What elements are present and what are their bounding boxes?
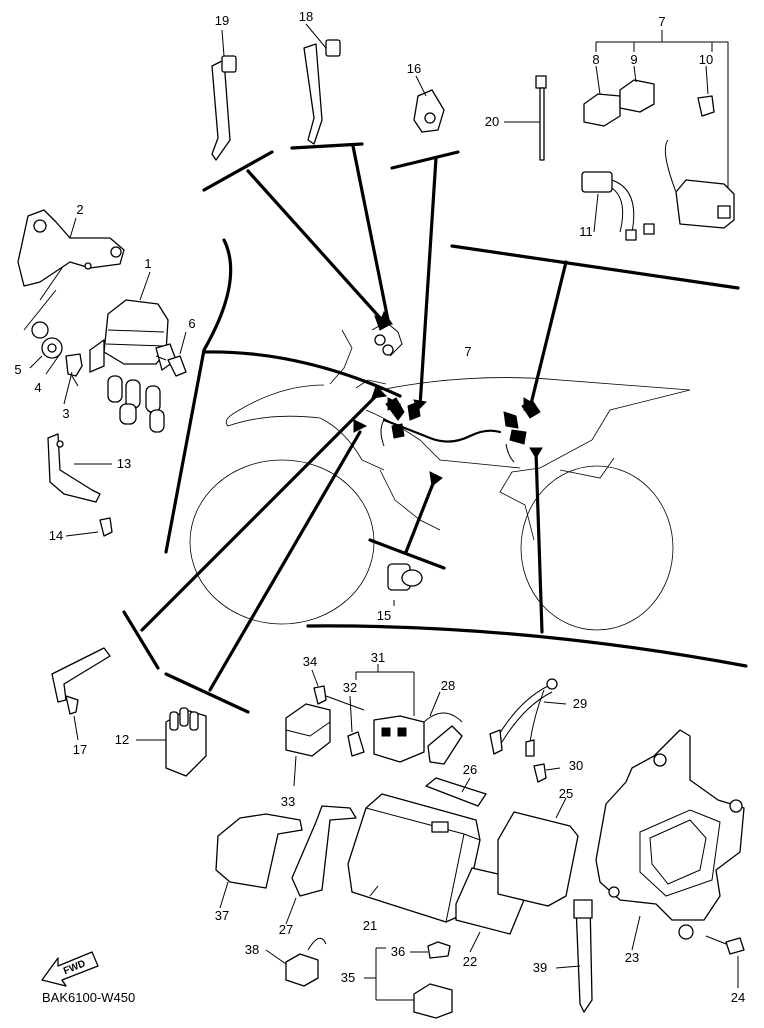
callout-6: 6 (188, 316, 195, 331)
callout-9: 9 (630, 52, 637, 67)
callout-33: 33 (281, 794, 295, 809)
part-26-pad (425, 777, 487, 807)
callout-7-harness: 7 (464, 344, 471, 359)
callout-18: 18 (299, 9, 313, 24)
diagram-code: BAK6100-W450 (42, 990, 135, 1005)
part-21-battery (347, 793, 481, 923)
callout-11: 11 (579, 224, 593, 239)
part-17-bracket (51, 647, 111, 741)
arrowheads (353, 310, 543, 487)
fwd-arrow-icon: FWD (41, 951, 99, 987)
callout-24: 24 (731, 990, 745, 1005)
part-1-regulator (89, 271, 177, 433)
callout-29: 29 (573, 696, 587, 711)
part-29-battery-lead (489, 678, 567, 757)
group-lines (122, 142, 748, 714)
callout-13: 13 (117, 456, 131, 471)
part-25-cover (497, 797, 579, 907)
part-30-bolt (533, 763, 561, 783)
part-27-bracket (285, 805, 357, 925)
callout-35: 35 (341, 970, 355, 985)
part-24-bolt (705, 935, 745, 988)
callout-31: 31 (371, 650, 385, 665)
callout-3: 3 (62, 406, 69, 421)
callout-4: 4 (34, 380, 41, 395)
part-20-tie (504, 75, 547, 161)
callout-16: 16 (407, 61, 421, 76)
callout-22: 22 (463, 954, 477, 969)
part-18-tie (303, 23, 341, 145)
callout-25: 25 (559, 786, 573, 801)
callout-7: 7 (658, 14, 665, 29)
callout-38: 38 (245, 942, 259, 957)
part-12-connector (136, 707, 207, 777)
part-32-clip (347, 695, 365, 757)
part-35-group-bracket (364, 947, 414, 1001)
part-9-relay (619, 65, 655, 113)
part-23-battery-case (595, 729, 745, 951)
callout-labels: 1 2 3 4 5 6 7 7 8 9 10 11 12 13 14 15 16… (14, 9, 745, 1005)
callout-2: 2 (76, 202, 83, 217)
part-13-bracket (47, 433, 112, 503)
callout-32: 32 (343, 680, 357, 695)
callout-28: 28 (441, 678, 455, 693)
callout-10: 10 (699, 52, 713, 67)
callout-23: 23 (625, 950, 639, 965)
callout-27: 27 (279, 922, 293, 937)
callout-37: 37 (215, 908, 229, 923)
callout-1: 1 (144, 256, 151, 271)
part-34-bolt (311, 669, 365, 711)
callout-14: 14 (49, 528, 63, 543)
part-37-cover (215, 813, 303, 909)
parts-3-4-5-hardware (23, 267, 83, 405)
part-33-relay (285, 703, 331, 787)
part-16-clamp (413, 75, 445, 133)
part-31-group-bracket (355, 664, 415, 716)
part-6-bolt (155, 331, 187, 377)
part-7-group-bracket (595, 30, 729, 196)
callout-34: 34 (303, 654, 317, 669)
part-36-fuse (410, 941, 451, 959)
callout-12: 12 (115, 732, 129, 747)
callout-26: 26 (463, 762, 477, 777)
callout-19: 19 (215, 13, 229, 28)
part-11-fuse-holder (581, 171, 655, 241)
part-7-fusebox (664, 139, 735, 229)
callout-15: 15 (377, 608, 391, 623)
wire-harness-center (371, 321, 541, 463)
part-8-relay (583, 65, 621, 127)
callout-8: 8 (592, 52, 599, 67)
callout-5: 5 (14, 362, 21, 377)
part-39-tie (555, 899, 593, 1013)
part-2-bracket (17, 209, 125, 287)
callout-30: 30 (569, 758, 583, 773)
callout-36: 36 (391, 944, 405, 959)
part-15-sensor (387, 563, 423, 606)
part-10-fuse (697, 65, 715, 117)
part-19-tie (211, 29, 237, 161)
callout-20: 20 (485, 114, 499, 129)
callout-39: 39 (533, 960, 547, 975)
part-28-starter-relay (373, 691, 463, 765)
part-35-connector (413, 983, 453, 1019)
part-14-bolt (65, 517, 113, 537)
callout-17: 17 (73, 742, 87, 757)
part-38-connector (265, 937, 327, 987)
callout-21: 21 (363, 918, 377, 933)
